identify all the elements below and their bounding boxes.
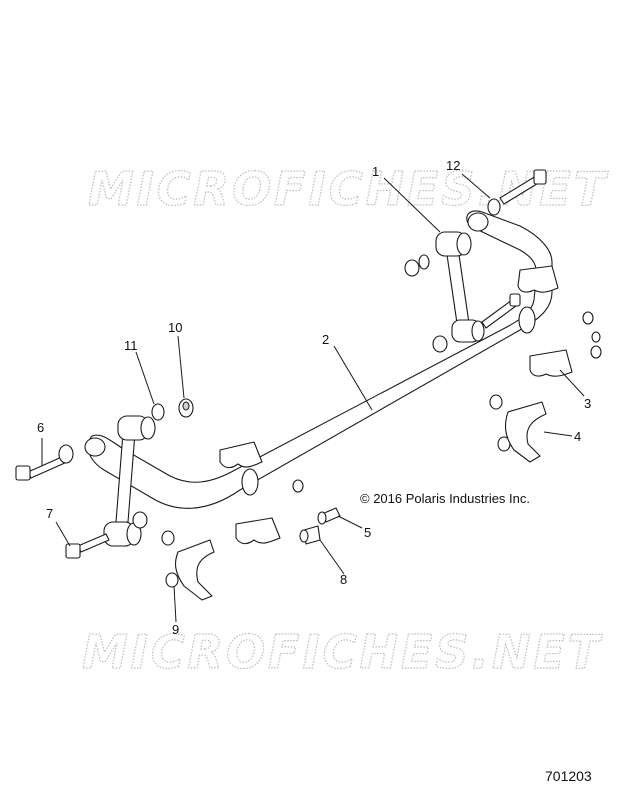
nut-right-upper	[404, 259, 420, 277]
clamp-left	[174, 539, 215, 601]
diagram-number: 701203	[545, 768, 592, 784]
nut-9	[165, 572, 179, 588]
bushing-right-upper	[517, 265, 559, 293]
link-left	[103, 415, 156, 547]
bushing-left-upper	[219, 441, 263, 469]
callout-4: 4	[574, 429, 581, 444]
leader-8	[319, 539, 345, 575]
washer-11	[151, 403, 165, 421]
sway-bar-end-right	[467, 212, 489, 232]
nut-4-upper	[489, 394, 503, 410]
nut-right-lower	[432, 335, 448, 353]
callout-8: 8	[340, 572, 347, 587]
leader-7	[55, 521, 71, 547]
leader-2	[333, 345, 373, 411]
nut-10	[178, 398, 194, 418]
leader-11	[135, 351, 155, 405]
screw-top-mid	[292, 479, 304, 493]
nut-left-lower	[132, 511, 148, 529]
bolt-7	[65, 533, 110, 559]
callout-11: 11	[124, 338, 138, 353]
nut-right-3	[591, 331, 601, 343]
link-right	[435, 231, 485, 343]
screw-right-2	[590, 345, 602, 359]
leader-1	[383, 177, 441, 233]
leader-5	[337, 515, 363, 529]
copyright-notice: © 2016 Polaris Industries Inc.	[360, 491, 530, 506]
callout-3: 3	[584, 396, 591, 411]
clamp-4	[504, 401, 547, 463]
callout-1: 1	[372, 164, 379, 179]
washer-12	[487, 198, 501, 216]
bolt-right-link	[481, 293, 521, 329]
washer-right	[418, 254, 430, 270]
watermark-top: MICROFICHES.NET	[88, 162, 609, 216]
leader-4	[543, 431, 573, 437]
bushing-3	[529, 349, 573, 377]
callout-5: 5	[364, 525, 371, 540]
nut-left-bushing	[161, 530, 175, 546]
screw-5	[317, 507, 341, 525]
washer-6	[58, 444, 74, 464]
callout-6: 6	[37, 420, 44, 435]
screw-8	[299, 525, 321, 545]
callout-12: 12	[446, 158, 460, 173]
callout-10: 10	[168, 320, 182, 335]
callout-7: 7	[46, 506, 53, 521]
sway-bar-collar-right	[518, 306, 536, 334]
sway-bar-end-left	[84, 437, 106, 457]
watermark-bottom: MICROFICHES.NET	[82, 625, 603, 679]
sway-bar-collar-left	[241, 468, 259, 496]
callout-9: 9	[172, 622, 179, 637]
bushing-left-lower	[235, 517, 281, 545]
callout-2: 2	[322, 332, 329, 347]
bolt-6	[15, 455, 68, 481]
leader-3	[559, 369, 585, 397]
sway-bar	[84, 210, 553, 509]
leader-12	[461, 173, 491, 199]
leader-10	[177, 335, 185, 399]
screw-right-1	[582, 311, 594, 325]
bolt-12	[499, 169, 547, 205]
leader-9	[173, 585, 177, 623]
